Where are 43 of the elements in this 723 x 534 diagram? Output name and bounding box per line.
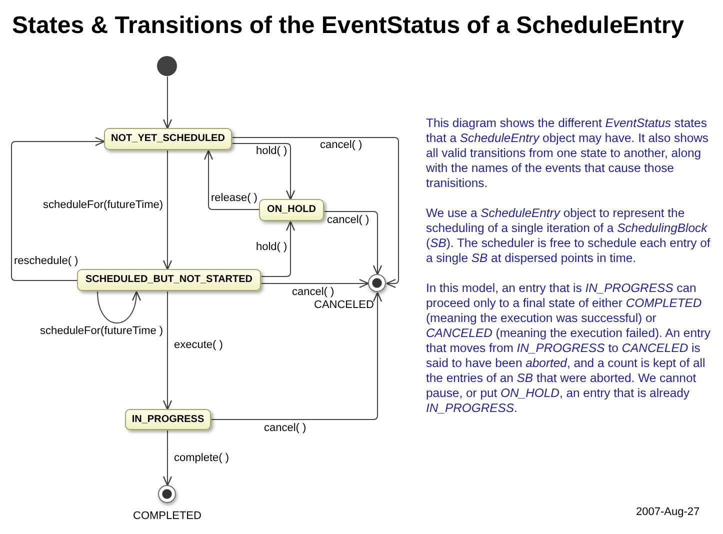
state-box xyxy=(125,409,211,430)
description-paragraph: We use a ScheduleEntry object to represent the scheduling of a single iteration of a SchedulingBlock (SB). The scheduler is free to schedule each entry of a single SB at dispersed points in time. xyxy=(426,206,712,266)
transition-label: release( ) xyxy=(211,192,258,204)
transition-arrow xyxy=(162,430,172,486)
transition-arrow xyxy=(162,76,172,130)
state-box xyxy=(77,269,261,291)
transition-arrow xyxy=(162,291,172,410)
description-paragraph: This diagram shows the different EventStatus states that a ScheduleEntry object may have. It also shows all valid transitions from one state to another, along with the names of the events that cause those tranisitions. xyxy=(426,116,710,191)
transition-label: execute( ) xyxy=(174,339,223,351)
initial-state xyxy=(157,56,177,76)
transition-arrow xyxy=(232,143,296,200)
transition-label: cancel( ) xyxy=(264,422,306,434)
transition-label: cancel( ) xyxy=(327,214,370,226)
transition-arrow xyxy=(211,292,382,420)
transition-label: hold( ) xyxy=(256,241,288,253)
state-label: CANCELED xyxy=(314,299,374,311)
transition-label: scheduleFor(futureTime) xyxy=(43,199,164,211)
state-box xyxy=(259,199,324,221)
state-box xyxy=(104,128,232,150)
transition-label: reschedule( ) xyxy=(14,255,78,267)
state-name: IN_PROGRESS xyxy=(132,414,204,426)
diagram-title: States & Transitions of the EventStatus of a ScheduleEntry xyxy=(12,12,684,39)
transition-arrow xyxy=(204,150,260,210)
transition-label: cancel( ) xyxy=(292,286,334,298)
description-paragraph: In this model, an entry that is IN_PROGRESS can proceed only to a final state of either COMPLETED (meaning the execution was successful) or CANCELED (meaning the execution failed). An entry that moves from IN_PROGRESS to CANCELED is said to have been aborted, and a count is kept of all the entries of an SB that were aborted. We cannot pause, or put ON_HOLD, an entry that is already IN_PROGRESS. xyxy=(426,281,712,416)
transition-label: complete( ) xyxy=(174,452,230,464)
transition-arrow xyxy=(232,137,399,288)
transition-arrow xyxy=(261,220,296,277)
transition-label: cancel( ) xyxy=(320,139,362,151)
state-label: COMPLETED xyxy=(133,510,202,522)
transition-arrow xyxy=(324,211,382,276)
state-name: NOT_YET_SCHEDULED xyxy=(111,133,225,145)
state-name: ON_HOLD xyxy=(267,204,316,216)
transition-arrow xyxy=(162,150,172,270)
final-state xyxy=(368,274,386,292)
transition-arrow xyxy=(97,290,140,324)
transition-arrow xyxy=(11,136,106,281)
date-label: 2007-Aug-27 xyxy=(636,506,700,518)
transition-label: scheduleFor(futureTime ) xyxy=(40,325,164,337)
final-state xyxy=(158,485,176,503)
transition-label: hold( ) xyxy=(256,145,288,157)
transition-arrow xyxy=(261,278,370,288)
state-name: SCHEDULED_BUT_NOT_STARTED xyxy=(85,274,253,286)
